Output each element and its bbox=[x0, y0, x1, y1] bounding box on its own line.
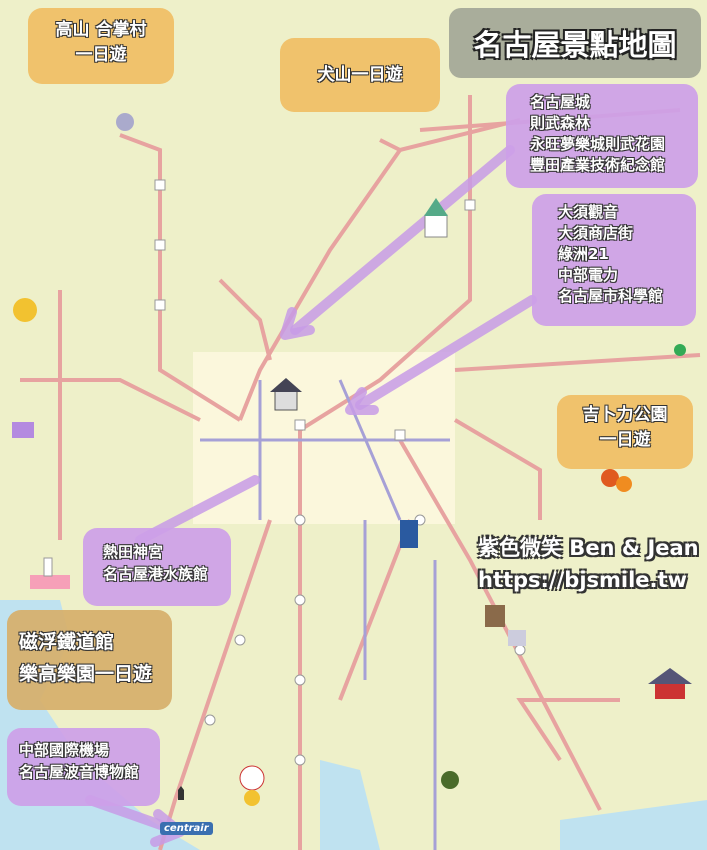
ghibli-park-daytrip-box[interactable]: 吉卜力公園 一日遊 bbox=[557, 395, 693, 469]
box-line: 名古屋市科學館 bbox=[558, 287, 664, 305]
box-line: 樂高樂園一日遊 bbox=[19, 663, 153, 686]
takayama-daytrip-box[interactable]: 高山 合掌村 一日遊 bbox=[28, 8, 174, 84]
atsuta-port-area-box[interactable]: 熱田神宮 名古屋港水族館 bbox=[83, 528, 231, 606]
nagoya-castle-area-box[interactable]: 名古屋城 則武森林 永旺夢樂城則武花園 豐田產業技術紀念館 bbox=[506, 84, 698, 188]
ropeway-icon bbox=[116, 113, 134, 131]
airplane-icon bbox=[178, 786, 184, 800]
box-line: 中部電力 bbox=[558, 266, 619, 284]
tree-icon bbox=[13, 298, 37, 322]
central-nagoya-area bbox=[193, 352, 455, 524]
rail-lines bbox=[20, 95, 701, 850]
box-line: 高山 合掌村 bbox=[55, 20, 147, 40]
water-bay-east bbox=[560, 800, 707, 850]
author-credit: 紫色微笑 Ben & Jean bbox=[478, 536, 699, 560]
water-bay-south bbox=[320, 760, 380, 850]
box-line: 豐田產業技術紀念館 bbox=[530, 156, 666, 174]
box-line: 名古屋港水族館 bbox=[103, 564, 209, 583]
box-line: 大須商店街 bbox=[558, 224, 634, 242]
building-icon bbox=[485, 605, 526, 646]
autumn-leaf-icon bbox=[601, 469, 632, 492]
osu-sakae-area-box[interactable]: 大須觀音 大須商店街 綠洲21 中部電力 名古屋市科學館 bbox=[532, 194, 696, 326]
box-line: 磁浮鐵道館 bbox=[19, 631, 115, 653]
centrair-airport-box[interactable]: 中部國際機場 名古屋波音博物館 bbox=[7, 728, 160, 806]
box-line: 吉卜力公園 bbox=[582, 405, 668, 425]
subway-lines bbox=[200, 379, 450, 850]
castle-icon bbox=[270, 378, 302, 411]
wisteria-icon bbox=[12, 422, 34, 438]
lucky-cat-icon bbox=[239, 765, 265, 806]
tea-cup-icon bbox=[441, 344, 686, 789]
box-line: 綠洲21 bbox=[558, 245, 609, 263]
box-line: 中部國際機場 bbox=[19, 741, 110, 759]
scmaglev-legoland-box[interactable]: 磁浮鐵道館 樂高樂園一日遊 bbox=[7, 610, 172, 710]
box-line: 一日遊 bbox=[75, 44, 127, 65]
centrair-logo: centrair bbox=[160, 822, 213, 835]
credit: 紫色微笑 Ben & Jean https://bjsmile.tw bbox=[478, 533, 699, 596]
box-line: 犬山一日遊 bbox=[317, 64, 403, 85]
lighthouse-icon bbox=[30, 557, 70, 589]
box-line: 永旺夢樂城則武花園 bbox=[530, 135, 666, 153]
box-line: 大須觀音 bbox=[558, 203, 619, 221]
temple-icon bbox=[648, 668, 692, 699]
blog-url[interactable]: https://bjsmile.tw bbox=[478, 567, 687, 592]
box-line: 則武森林 bbox=[530, 114, 591, 132]
tower-icon bbox=[400, 520, 418, 548]
box-line: 熱田神宮 bbox=[103, 543, 164, 561]
church-icon bbox=[424, 198, 448, 238]
box-line: 名古屋城 bbox=[530, 93, 591, 111]
box-line: 名古屋波音博物館 bbox=[19, 762, 140, 781]
inuyama-daytrip-box[interactable]: 犬山一日遊 bbox=[280, 38, 440, 112]
box-line: 一日遊 bbox=[599, 429, 651, 450]
map-title: 名古屋景點地圖 bbox=[449, 8, 701, 78]
